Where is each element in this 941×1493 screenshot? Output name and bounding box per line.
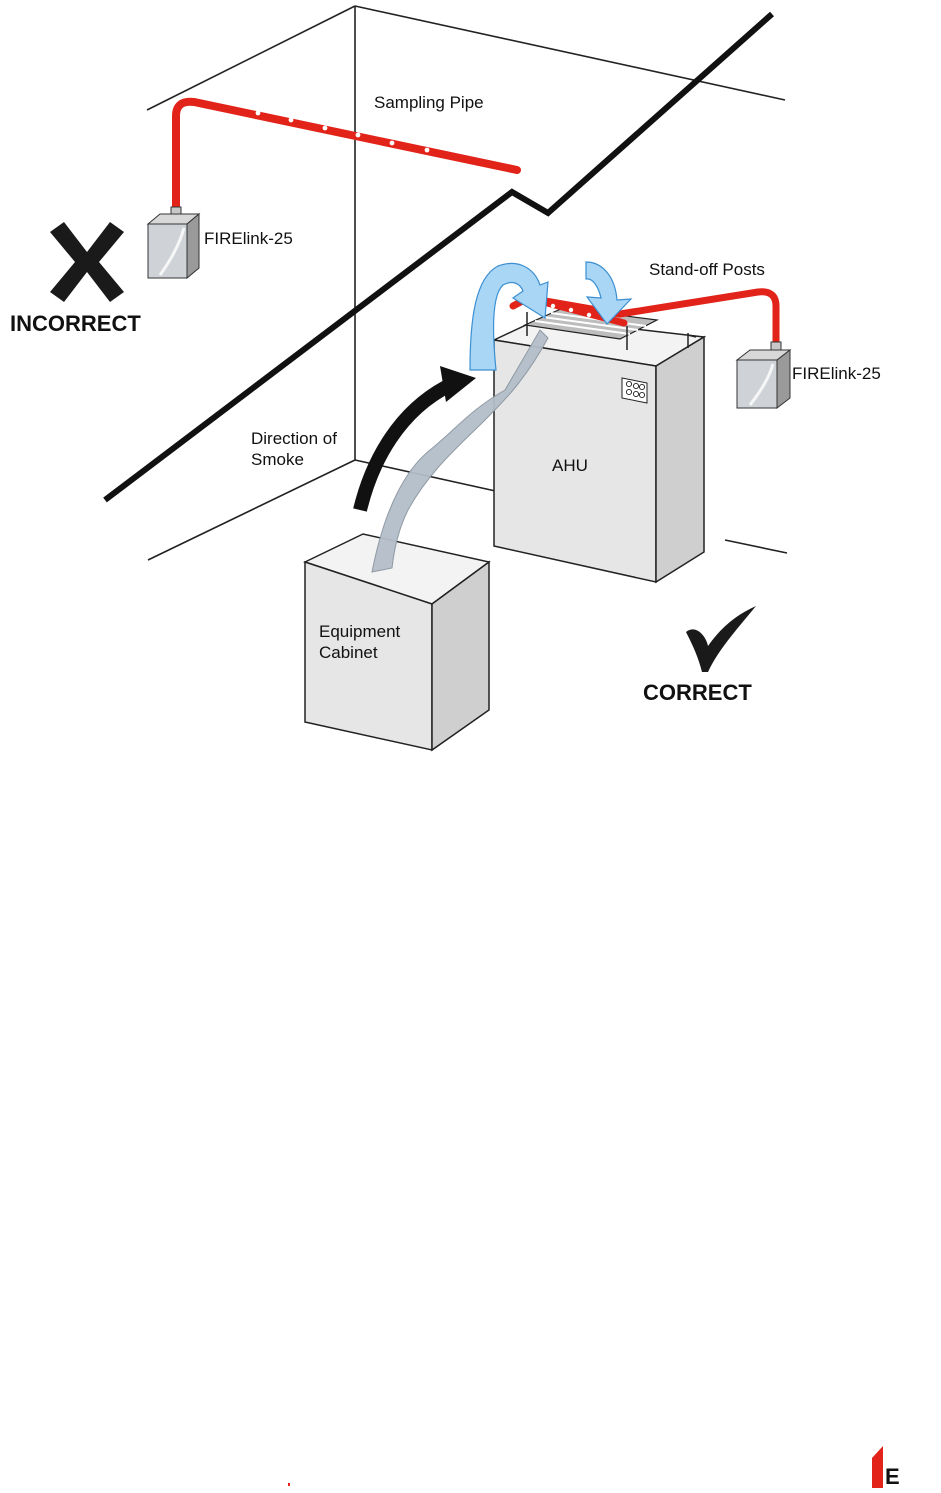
cabinet-label-line2: Cabinet xyxy=(319,643,378,662)
ahu-unit xyxy=(491,307,707,584)
sampling-holes xyxy=(255,110,430,153)
firelink-left-label: FIRElink-25 xyxy=(204,229,293,248)
firelink-right-detector xyxy=(735,341,792,410)
floor-left-edge xyxy=(147,459,356,561)
smoke-plume xyxy=(371,329,549,573)
incorrect-label: INCORRECT xyxy=(10,311,141,336)
red-mark xyxy=(288,1483,290,1486)
ahu-label: AHU xyxy=(552,456,588,475)
direction-label-line2: Smoke xyxy=(251,450,304,469)
ceiling-right-edge xyxy=(354,5,786,101)
cabinet-label-line1: Equipment xyxy=(319,622,401,641)
check-icon xyxy=(686,606,756,672)
direction-label-line1: Direction of xyxy=(251,429,337,448)
airflow-in-arrow xyxy=(585,261,633,325)
standoff-posts-label: Stand-off Posts xyxy=(649,260,765,279)
airflow-arrows xyxy=(469,261,633,371)
logo-letter: E xyxy=(885,1464,900,1488)
correct-label: CORRECT xyxy=(643,680,752,705)
stand-off-posts xyxy=(526,312,697,350)
cross-icon xyxy=(50,222,124,302)
equipment-cabinet xyxy=(303,533,491,752)
firelink-left-detector xyxy=(146,206,201,280)
stand-off-post xyxy=(687,334,697,338)
ceiling-back-edge xyxy=(146,5,356,111)
smoke-direction-arrow xyxy=(353,366,476,512)
ahu-control-panel xyxy=(621,377,648,404)
sampling-pipe-label: Sampling Pipe xyxy=(374,93,484,112)
incorrect-sampling-pipe xyxy=(172,97,521,214)
floor-far-right-edge xyxy=(724,539,788,554)
airflow-out-arrow xyxy=(469,262,549,371)
company-logo-icon: E xyxy=(872,1446,900,1489)
firelink-right-label: FIRElink-25 xyxy=(792,364,881,383)
break-line xyxy=(103,11,774,503)
sampling-holes xyxy=(550,303,610,322)
